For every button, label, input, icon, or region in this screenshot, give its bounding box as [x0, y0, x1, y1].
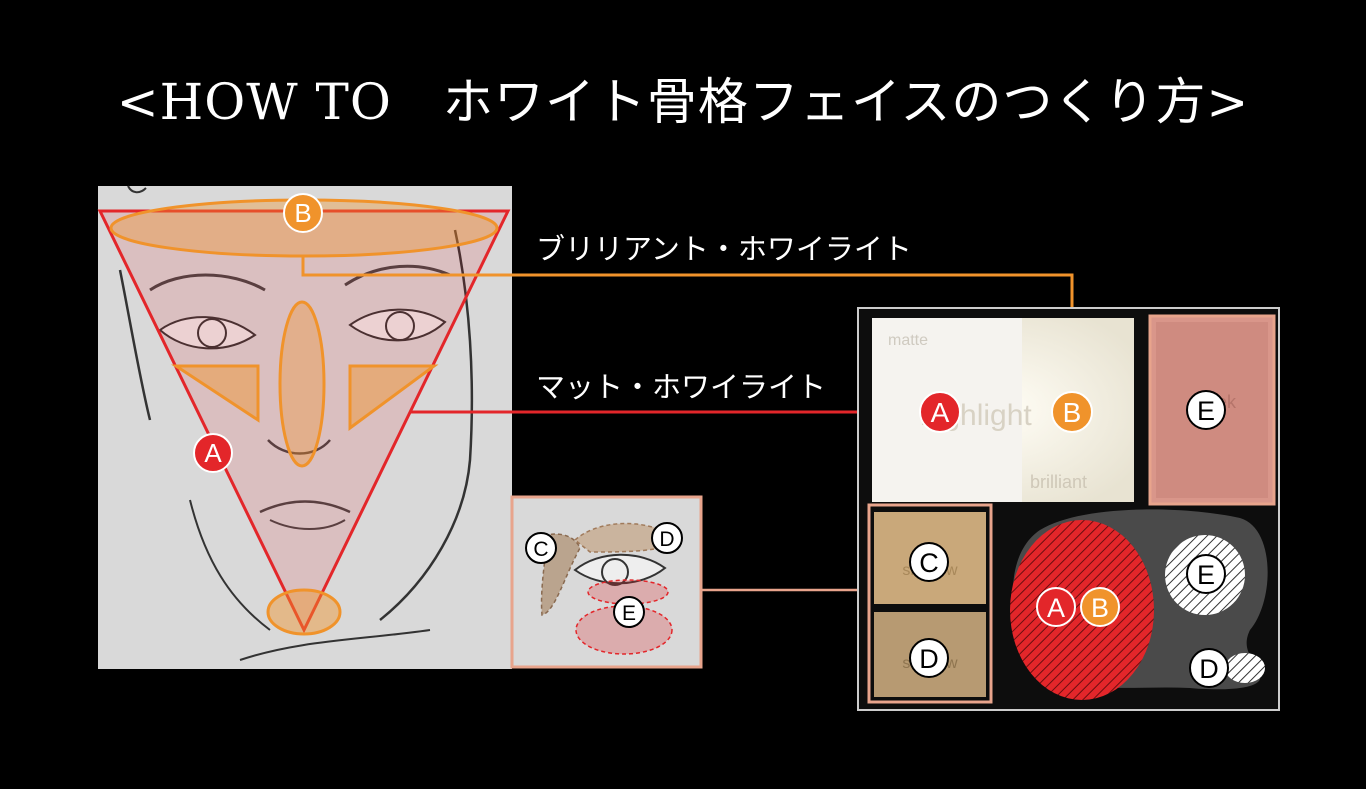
svg-text:B: B	[294, 198, 311, 228]
marker-b-sponge: B	[1080, 587, 1120, 627]
marker-d-sponge: D	[1189, 648, 1229, 688]
svg-text:A: A	[931, 397, 950, 428]
eye-inset: C D E	[510, 495, 703, 669]
marker-a-face: A	[193, 433, 233, 473]
svg-text:E: E	[622, 602, 636, 625]
page-title: <HOW TO ホワイト骨格フェイスのつくり方>	[116, 73, 1250, 131]
marker-d-palette: D	[909, 638, 949, 678]
marker-b-face: B	[283, 193, 323, 233]
svg-text:E: E	[1197, 396, 1215, 426]
svg-text:B: B	[1091, 593, 1109, 623]
nose-zone	[278, 300, 326, 468]
svg-text:D: D	[919, 644, 939, 674]
marker-e-sponge: E	[1186, 554, 1226, 594]
eyeshadow-frame	[867, 503, 993, 704]
brilliant-white-light-label: ブリリアント・ホワイライト	[536, 232, 912, 266]
svg-text:E: E	[1197, 560, 1215, 590]
svg-text:B: B	[1063, 397, 1082, 428]
chin-zone	[266, 588, 342, 636]
svg-text:A: A	[204, 438, 222, 468]
svg-text:C: C	[533, 538, 548, 561]
svg-text:D: D	[659, 528, 674, 551]
matte-white-light-label: マット・ホワイライト	[536, 370, 827, 404]
marker-a-palette: A	[919, 391, 961, 433]
face-illustration	[98, 185, 512, 669]
marker-d-eye: D	[651, 522, 683, 554]
marker-c-eye: C	[525, 532, 557, 564]
svg-text:A: A	[1047, 593, 1065, 623]
svg-text:C: C	[919, 548, 939, 578]
svg-text:brilliant: brilliant	[1030, 472, 1087, 492]
marker-c-palette: C	[909, 542, 949, 582]
marker-e-eye: E	[613, 596, 645, 628]
marker-e-cheek-pan: E	[1186, 390, 1226, 430]
svg-text:matte: matte	[888, 332, 928, 349]
left-cheek-zone	[170, 364, 260, 423]
svg-text:D: D	[1199, 654, 1219, 684]
palette: matte highlight brilliant cheek shadow s…	[857, 307, 1280, 711]
highlighter-pan: matte highlight brilliant	[872, 318, 1134, 502]
marker-b-palette: B	[1051, 391, 1093, 433]
marker-a-sponge: A	[1036, 587, 1076, 627]
right-cheek-zone	[348, 364, 439, 431]
